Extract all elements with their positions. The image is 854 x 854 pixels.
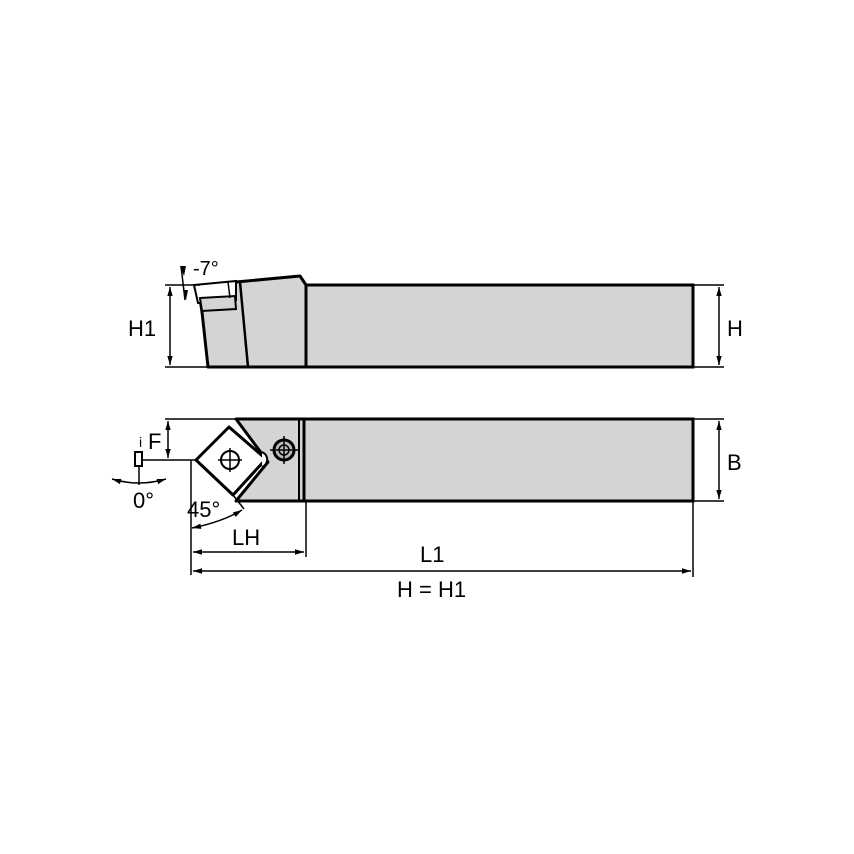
h-label: H bbox=[727, 316, 743, 341]
approach-angle-label: 45° bbox=[187, 497, 220, 522]
side-clamp bbox=[198, 294, 238, 313]
side-head-seam bbox=[238, 281, 250, 368]
lh-label: LH bbox=[232, 525, 260, 550]
f-marker: i bbox=[139, 434, 142, 450]
h1-label: H1 bbox=[128, 316, 156, 341]
h-equals-h1-note: H = H1 bbox=[397, 577, 466, 602]
top-shank bbox=[302, 417, 695, 503]
clamp-screw-icon bbox=[270, 436, 298, 464]
locating-pin bbox=[261, 451, 269, 468]
l1-label: L1 bbox=[420, 542, 444, 567]
b-label: B bbox=[727, 450, 742, 475]
top-view: F i 0° 45° B LH L1 H = H1 bbox=[111, 417, 742, 602]
side-view: H1 -7° H bbox=[128, 258, 743, 369]
insert-center-crosshair-icon bbox=[218, 448, 242, 472]
inclination-label: 0° bbox=[133, 488, 154, 513]
rake-angle-label: -7° bbox=[193, 258, 219, 280]
side-shank bbox=[304, 283, 695, 369]
f-label: F bbox=[148, 429, 161, 454]
inclination-marker bbox=[134, 451, 143, 467]
